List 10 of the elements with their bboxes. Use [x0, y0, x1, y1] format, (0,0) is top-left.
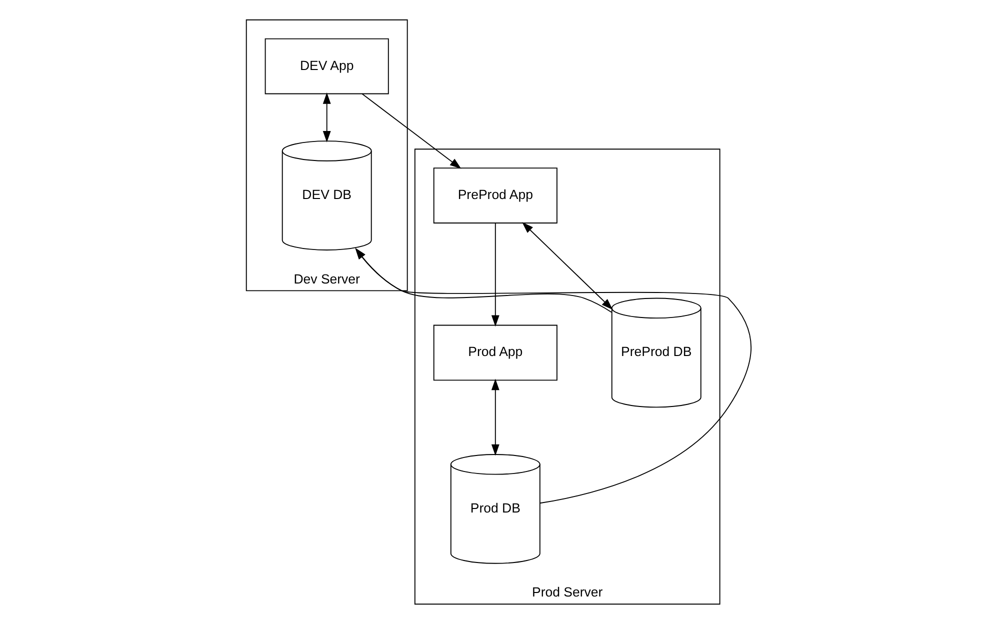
node-box: DEV App: [264, 38, 389, 94]
arrow: [322, 92, 331, 142]
arrow: [355, 248, 752, 504]
arrow: [491, 378, 500, 456]
arrow: [362, 93, 462, 169]
node-box: PreProd App: [433, 168, 558, 224]
arrow: [522, 222, 613, 310]
arrow: [355, 248, 612, 313]
node-box: Prod App: [433, 324, 558, 381]
arrow: [491, 222, 500, 327]
